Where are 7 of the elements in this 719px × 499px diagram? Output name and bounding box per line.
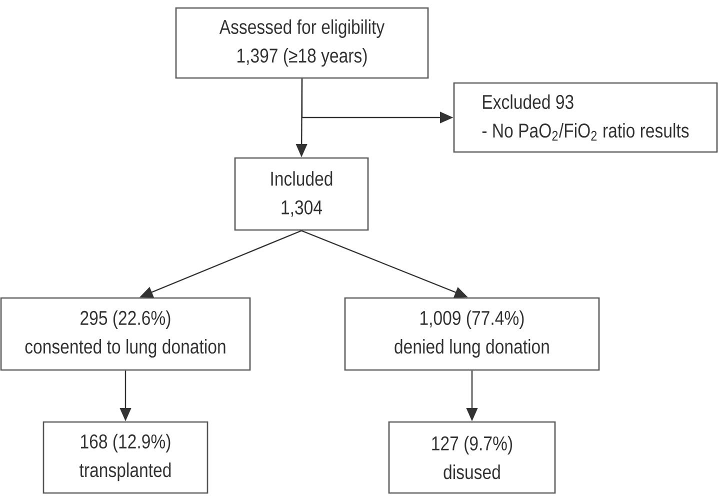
process-box: 168 (12.9%) transplanted xyxy=(42,421,208,494)
process-box: 127 (9.7%) disused xyxy=(388,421,556,494)
process-box: 1,009 (77.4%) denied lung donation xyxy=(344,297,600,371)
process-box: Included 1,304 xyxy=(234,157,369,231)
process-box: Excluded 93 - No PaO$_{2}$/FiO$_{2}$ ratio results xyxy=(453,82,718,153)
process-box: 295 (22.6%) consented to lung donation xyxy=(0,297,251,371)
process-box: Assessed for eligibility 1,397 (≥18 years) xyxy=(175,7,429,79)
